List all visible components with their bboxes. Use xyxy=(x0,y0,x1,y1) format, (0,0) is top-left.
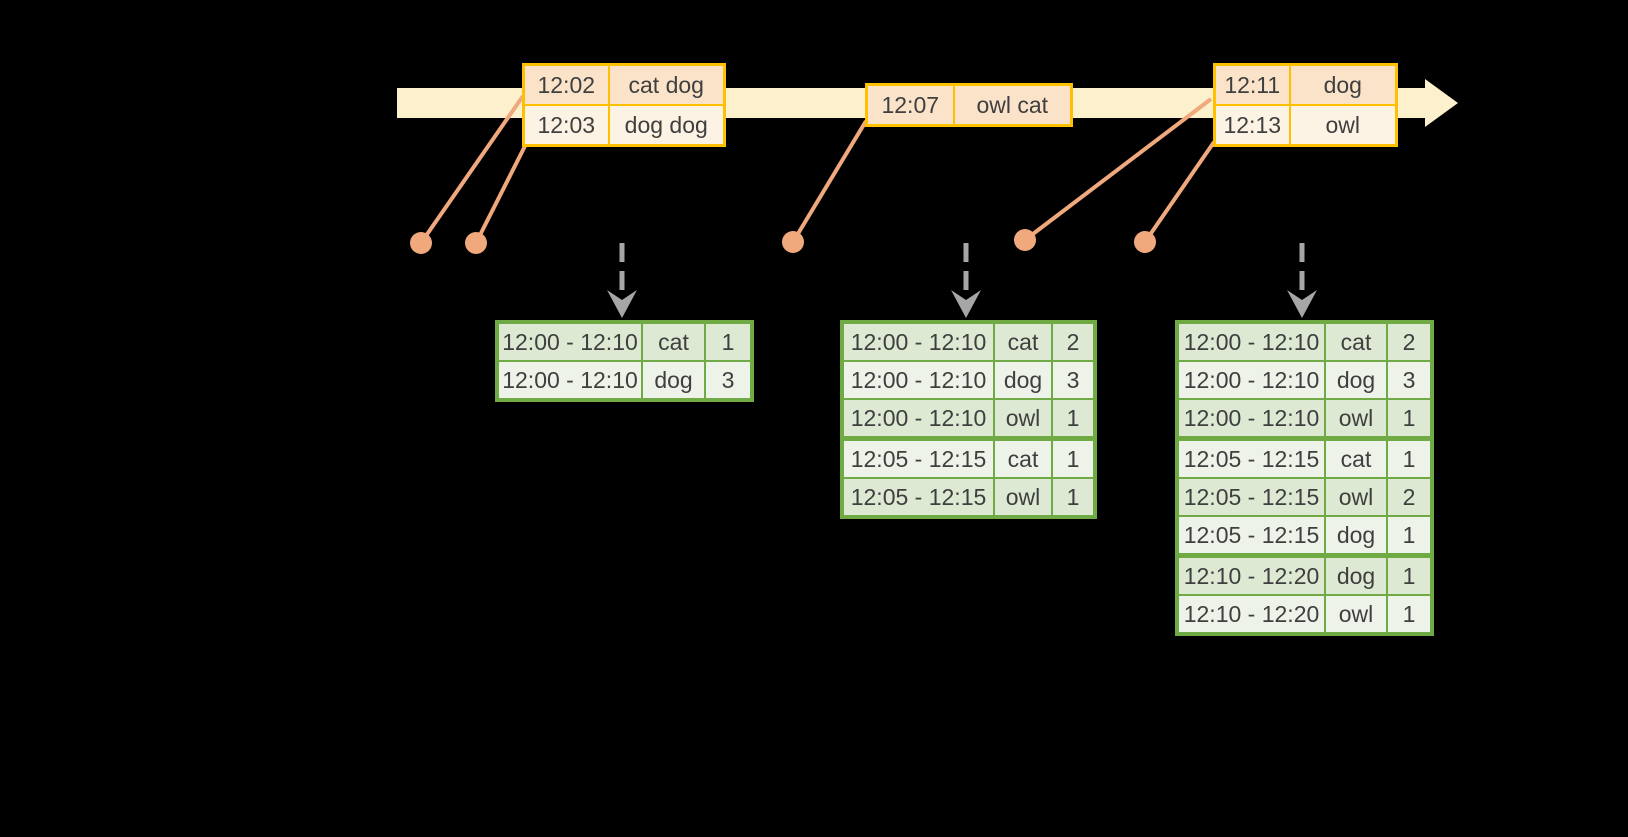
table-cell: dog xyxy=(1324,553,1388,596)
trigger-arrow xyxy=(1287,243,1317,318)
trigger-arrowhead-icon xyxy=(1287,290,1317,318)
table-cell: dog xyxy=(641,360,706,401)
table-cell: owl xyxy=(1324,398,1388,440)
event-dot xyxy=(782,231,804,253)
table-cell: 12:13 xyxy=(1213,104,1291,147)
table-cell: cat xyxy=(1324,436,1388,479)
table-cell: 3 xyxy=(1051,360,1096,400)
table-cell: cat xyxy=(993,321,1053,362)
table-cell: 1 xyxy=(1386,436,1433,479)
table-cell: owl xyxy=(993,398,1053,440)
event-dot xyxy=(1014,229,1036,251)
table-cell: 12:05 - 12:15 xyxy=(841,436,995,479)
table-cell: dog xyxy=(1324,360,1388,400)
event-connector-line xyxy=(474,141,529,244)
table-cell: dog dog xyxy=(607,104,726,147)
table-cell: 12:05 - 12:15 xyxy=(1176,436,1326,479)
trigger-arrowhead-icon xyxy=(951,290,981,318)
table-cell: 12:00 - 12:10 xyxy=(841,321,995,362)
table-cell: 12:10 - 12:20 xyxy=(1176,594,1326,635)
table-cell: cat dog xyxy=(607,63,726,106)
table-cell: owl xyxy=(993,477,1053,518)
table-cell: 12:05 - 12:15 xyxy=(841,477,995,518)
trigger-arrow xyxy=(951,243,981,318)
table-cell: cat xyxy=(1324,321,1388,362)
table-cell: 3 xyxy=(704,360,753,401)
table-cell: 1 xyxy=(1386,553,1433,596)
table-cell: 1 xyxy=(1386,515,1433,557)
table-cell: 1 xyxy=(704,321,753,362)
table-cell: 2 xyxy=(1386,477,1433,517)
event-connector-line xyxy=(1143,140,1216,244)
trigger-arrow xyxy=(607,243,637,318)
table-cell: 2 xyxy=(1051,321,1096,362)
event-dot xyxy=(410,232,432,254)
table-cell: 12:00 - 12:10 xyxy=(1176,321,1326,362)
table-cell: 12:05 - 12:15 xyxy=(1176,477,1326,517)
table-cell: owl xyxy=(1288,104,1398,147)
table-cell: 12:00 - 12:10 xyxy=(841,398,995,440)
table-cell: 2 xyxy=(1386,321,1433,362)
event-connector-line xyxy=(791,119,868,244)
event-connector-line xyxy=(419,94,525,245)
table-cell: dog xyxy=(1324,515,1388,557)
table-cell: 12:00 - 12:10 xyxy=(1176,360,1326,400)
table-cell: owl cat xyxy=(952,83,1073,127)
table-cell: 12:11 xyxy=(1213,63,1291,106)
table-cell: 12:00 - 12:10 xyxy=(496,360,643,401)
table-cell: 12:00 - 12:10 xyxy=(496,321,643,362)
table-cell: 12:05 - 12:15 xyxy=(1176,515,1326,557)
table-cell: 1 xyxy=(1051,436,1096,479)
table-cell: 12:00 - 12:10 xyxy=(841,360,995,400)
table-cell: 1 xyxy=(1051,398,1096,440)
event-dot xyxy=(465,232,487,254)
table-cell: 12:10 - 12:20 xyxy=(1176,553,1326,596)
table-cell: 12:00 - 12:10 xyxy=(1176,398,1326,440)
table-cell: 1 xyxy=(1386,594,1433,635)
event-dot xyxy=(1134,231,1156,253)
table-cell: 12:07 xyxy=(865,83,955,127)
table-cell: 3 xyxy=(1386,360,1433,400)
table-cell: 12:03 xyxy=(522,104,610,147)
table-cell: 1 xyxy=(1386,398,1433,440)
timeline-arrowhead-icon xyxy=(1425,79,1458,127)
table-cell: cat xyxy=(993,436,1053,479)
table-cell: cat xyxy=(641,321,706,362)
table-cell: 12:02 xyxy=(522,63,610,106)
table-cell: dog xyxy=(993,360,1053,400)
event-connector-line xyxy=(1023,97,1213,242)
table-cell: owl xyxy=(1324,477,1388,517)
table-cell: dog xyxy=(1288,63,1398,106)
table-cell: 1 xyxy=(1051,477,1096,518)
trigger-arrowhead-icon xyxy=(607,290,637,318)
table-cell: owl xyxy=(1324,594,1388,635)
